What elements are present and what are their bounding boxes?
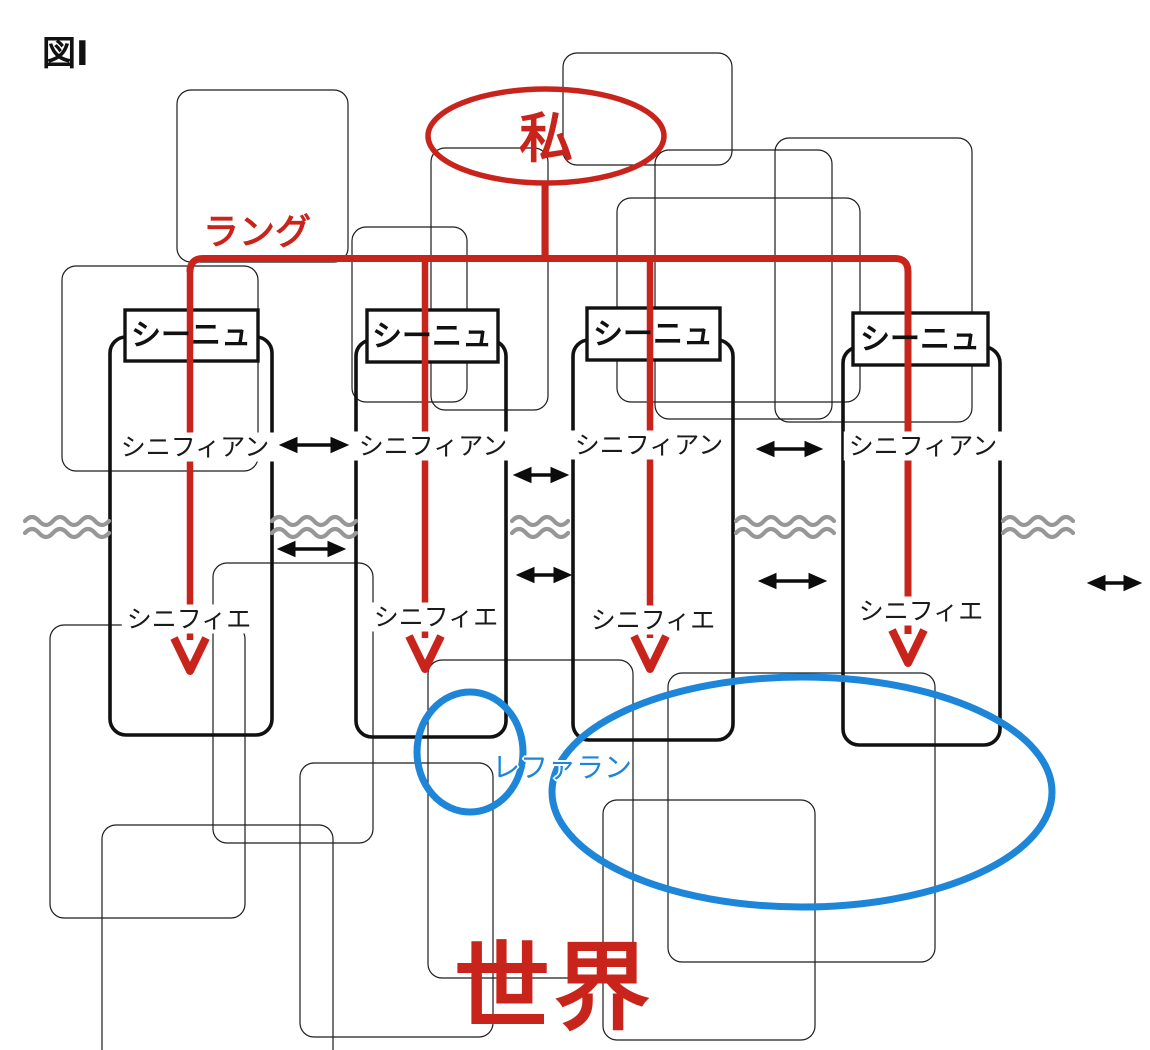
sign-title-boxes: [123, 306, 990, 367]
thin-rectangle: [667, 672, 936, 963]
red-arrowhead-icon: [888, 628, 928, 667]
double-arrow-icon: [278, 436, 350, 454]
sign-title-1: シーニュ: [131, 318, 251, 353]
wavy-line: [269, 514, 359, 528]
double-arrow-icon: [1086, 574, 1143, 592]
thin-rectangle: [430, 147, 549, 411]
double-arrow-icon: [755, 440, 824, 458]
sign-title-4: シーニュ: [860, 322, 980, 357]
signifier-label-1: シニフィアン: [115, 432, 275, 462]
self-ellipse: [425, 86, 667, 186]
self-node-label: 私: [519, 107, 573, 170]
langue-label: ラング: [202, 212, 312, 253]
double-arrow-icon: [757, 572, 828, 590]
referent-shapes: [413, 673, 1056, 911]
signified-label-4: シニフィエ: [853, 596, 989, 626]
wavy-line: [22, 514, 112, 528]
thin-rectangle: [49, 624, 246, 919]
sign-title-2: シーニュ: [372, 319, 492, 354]
wavy-line: [22, 526, 112, 540]
wavy-line: [733, 526, 837, 540]
double-arrow-icon: [515, 566, 573, 584]
thin-rectangle: [602, 799, 816, 1041]
sign-title-box-3: [585, 306, 722, 362]
signifier-label-3: シニフィアン: [569, 430, 729, 460]
wavy-line: [733, 514, 837, 528]
red-arrowhead-icon: [630, 634, 670, 673]
world-large-ellipse: [548, 673, 1056, 911]
thin-rectangle: [562, 52, 733, 166]
thin-rectangle: [774, 137, 973, 423]
signified-label-3: シニフィエ: [585, 605, 721, 635]
sign-box-4: [841, 345, 1002, 747]
signifier-label-2: シニフィアン: [353, 431, 513, 461]
sign-title-box-4: [851, 311, 990, 367]
sign-title-box-2: [365, 308, 500, 364]
wavy-line: [1000, 526, 1076, 540]
wavy-line: [509, 514, 571, 528]
thin-rectangle: [212, 562, 374, 844]
double-arrow-icon: [276, 540, 347, 558]
wavy-divider-lines: [22, 514, 1076, 540]
thin-rectangle: [61, 265, 259, 472]
figure-caption: 図Ⅰ: [42, 34, 89, 74]
signified-label-2: シニフィエ: [368, 602, 504, 632]
sign-title-3: シーニュ: [593, 317, 713, 352]
wavy-line: [269, 526, 359, 540]
referent-label: レファラン: [491, 751, 633, 784]
world-label: 世界: [454, 932, 654, 1044]
thin-rectangle: [427, 659, 634, 979]
referent-small-circle: [413, 688, 527, 816]
thin-rectangle: [654, 149, 833, 420]
exchange-arrows: [276, 436, 1143, 592]
langue-trunk-line: [186, 255, 912, 634]
thin-rectangle: [616, 197, 861, 403]
wavy-line: [1000, 514, 1076, 528]
wavy-line: [509, 526, 571, 540]
thin-rectangle: [101, 824, 334, 1050]
signified-label-1: シニフィエ: [121, 604, 257, 634]
red-arrowhead-icon: [170, 636, 210, 675]
thin-rectangle: [299, 762, 494, 1038]
red-arrowhead-icon: [405, 634, 445, 673]
double-arrow-icon: [512, 466, 570, 484]
signifier-label-4: シニフィアン: [843, 431, 1003, 461]
